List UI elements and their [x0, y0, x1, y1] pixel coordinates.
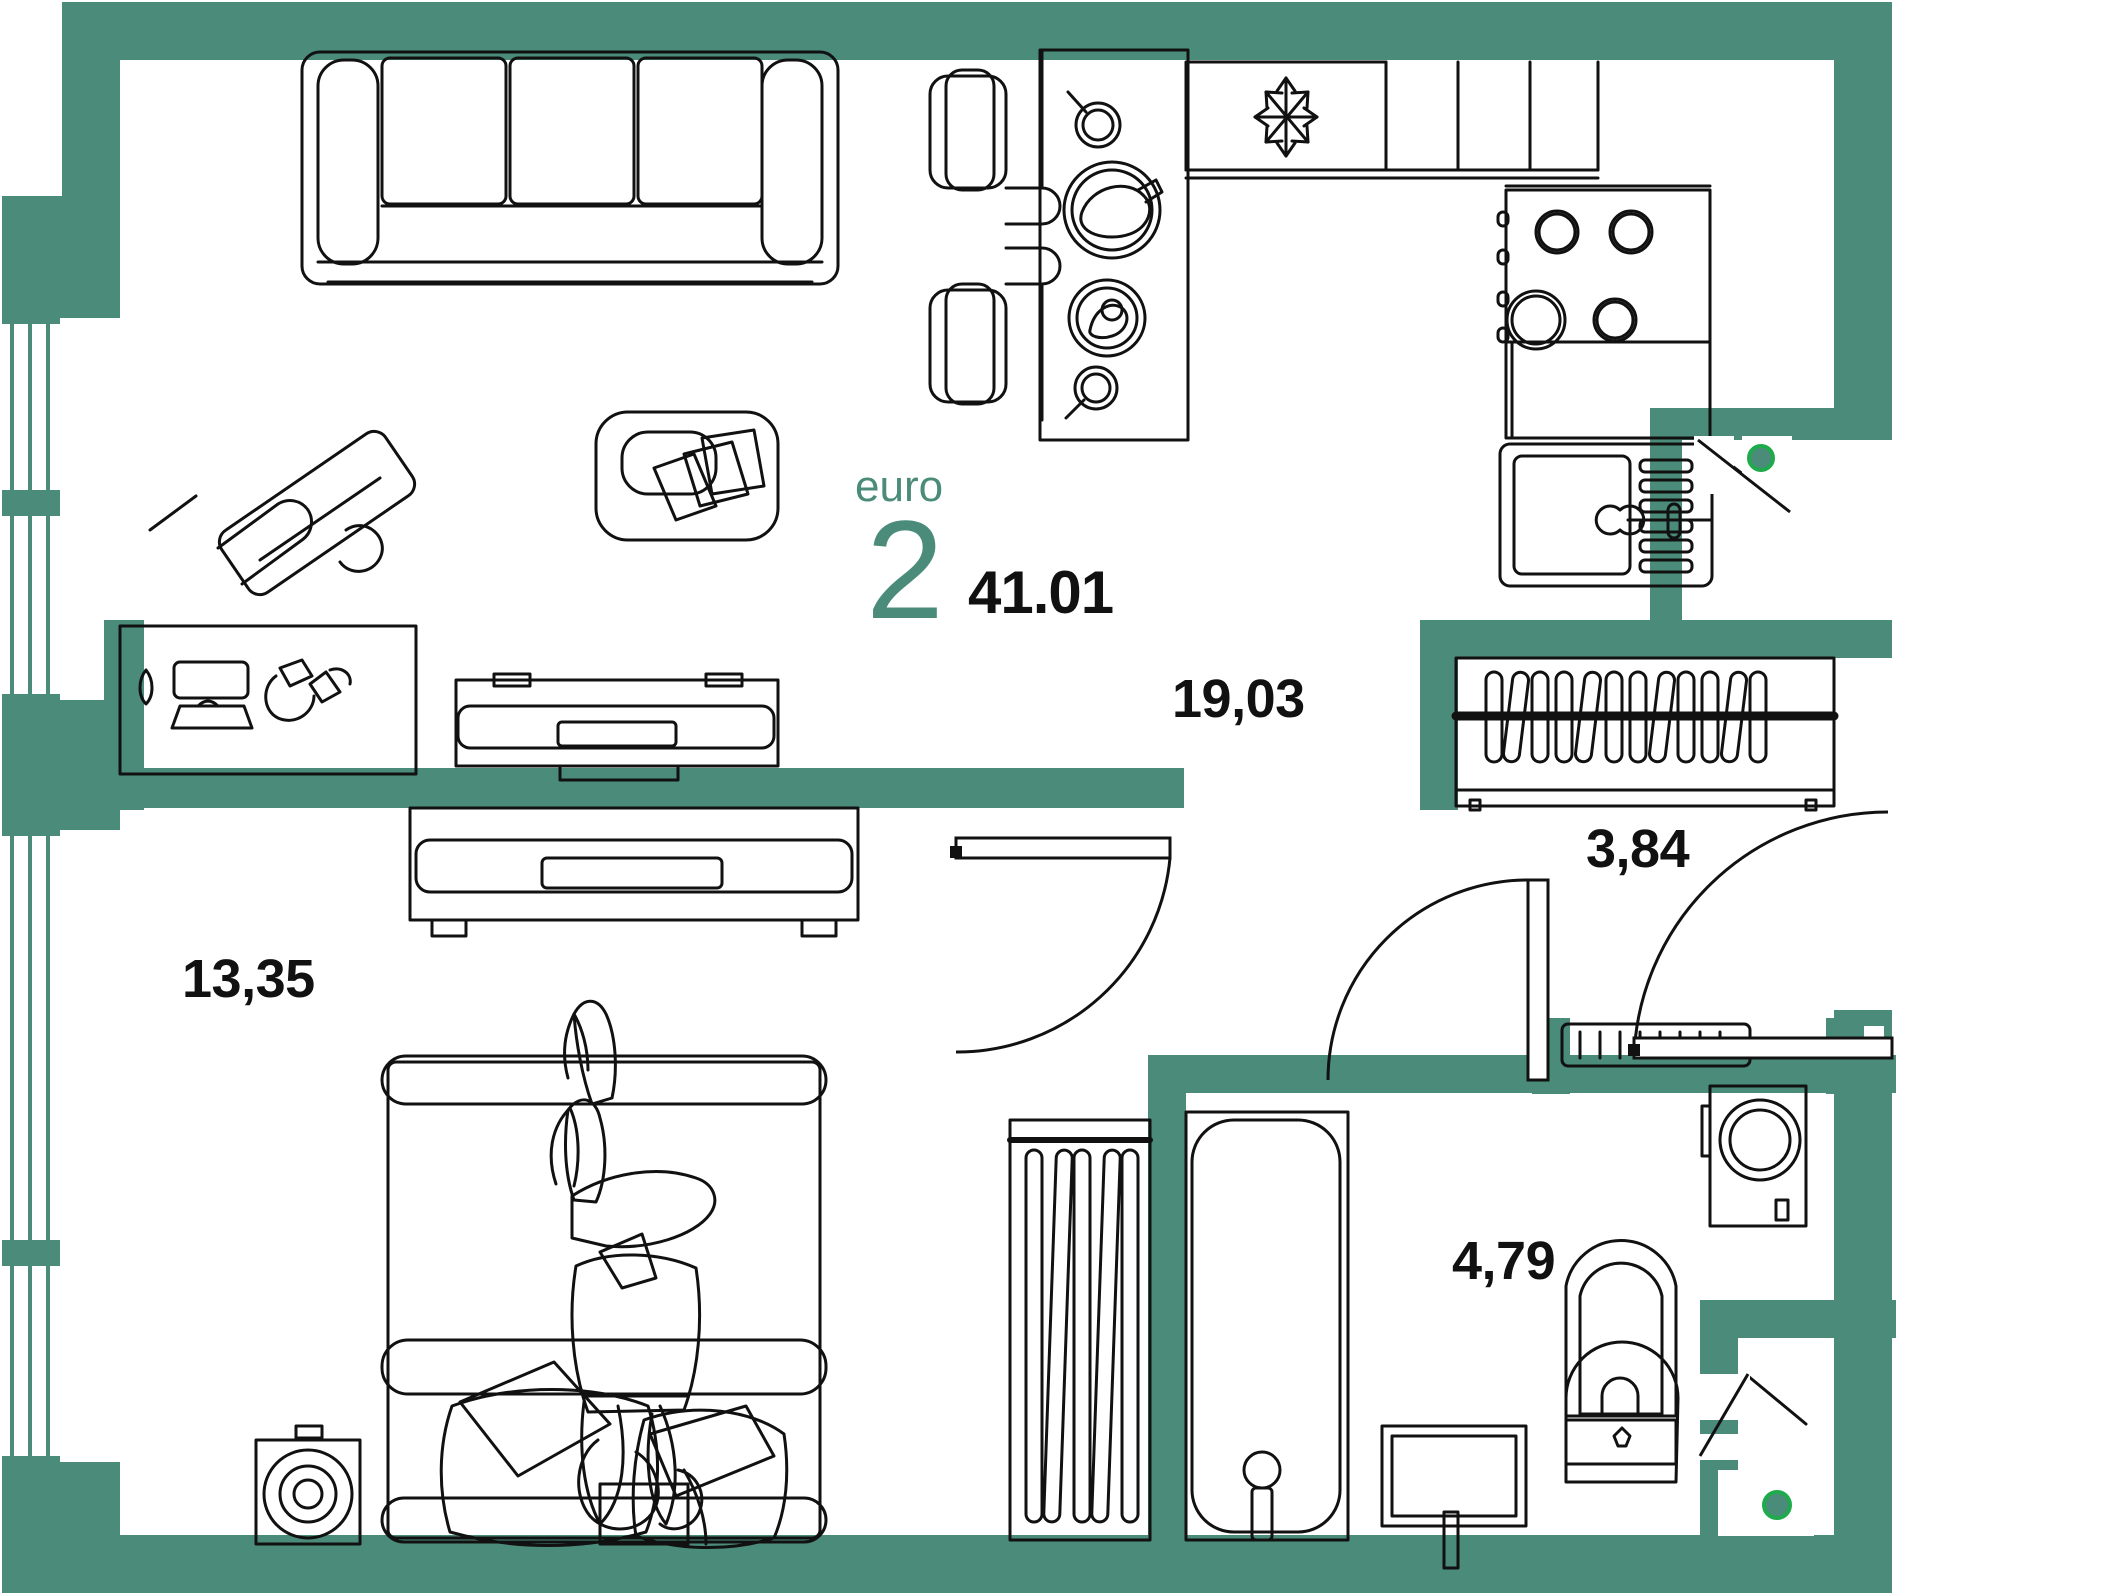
door-layer [950, 810, 1894, 1082]
wardrobe-with-clothes-icon [1451, 656, 1839, 812]
washbasin-icon [1380, 1424, 1528, 1570]
dining-chair-upper-icon [928, 50, 1062, 226]
computer-mouse-icon [264, 658, 352, 722]
nightstand-icon [254, 1424, 362, 1546]
ventilation-riser-bath-icon [1746, 1374, 1808, 1426]
radiator-bedroom-icon [1007, 1118, 1153, 1542]
kitchen-counter-icon [1504, 184, 1712, 440]
desk-lamp-icon [138, 668, 154, 706]
bed-pillows [439, 1360, 789, 1549]
riser-diagonal-lines [1697, 438, 1791, 1457]
balcony-window-upper [2, 314, 60, 704]
bed-icon [380, 999, 828, 1549]
toilet-icon [1564, 1239, 1680, 1484]
upper-cabinets-icon [1184, 60, 1600, 180]
door-bathroom [1326, 878, 1550, 1082]
monitor-icon [170, 660, 254, 730]
hanging-clothes [1484, 670, 1768, 764]
balcony-window-lower [2, 826, 60, 1466]
desk-icon [118, 624, 418, 776]
door-living-room [950, 836, 1172, 1054]
gas-stove-icon [1496, 188, 1712, 351]
drainboard-grooves [1638, 458, 1694, 574]
coffee-table-icon [594, 410, 780, 542]
dining-chair-lower-icon [928, 246, 1062, 422]
riser-shaft-openings [1694, 436, 1814, 1536]
dining-table-icon [1038, 48, 1190, 442]
washing-machine-icon [1700, 1084, 1808, 1228]
tv-console-lower-icon [408, 806, 860, 938]
bathtub-icon [1184, 1110, 1350, 1542]
tv-console-upper-icon [454, 672, 780, 782]
kitchen-sink-icon [1498, 442, 1714, 588]
office-chair-icon [148, 429, 417, 597]
sofa-icon [300, 50, 840, 286]
riser-dot-bath [1762, 1490, 1792, 1520]
refrigerator-icon [1184, 60, 1388, 172]
riser-dot-kitchen [1747, 444, 1775, 472]
cat-icon [549, 999, 717, 1546]
furniture-layer [118, 48, 1839, 1570]
door-entry [1628, 810, 1894, 1060]
